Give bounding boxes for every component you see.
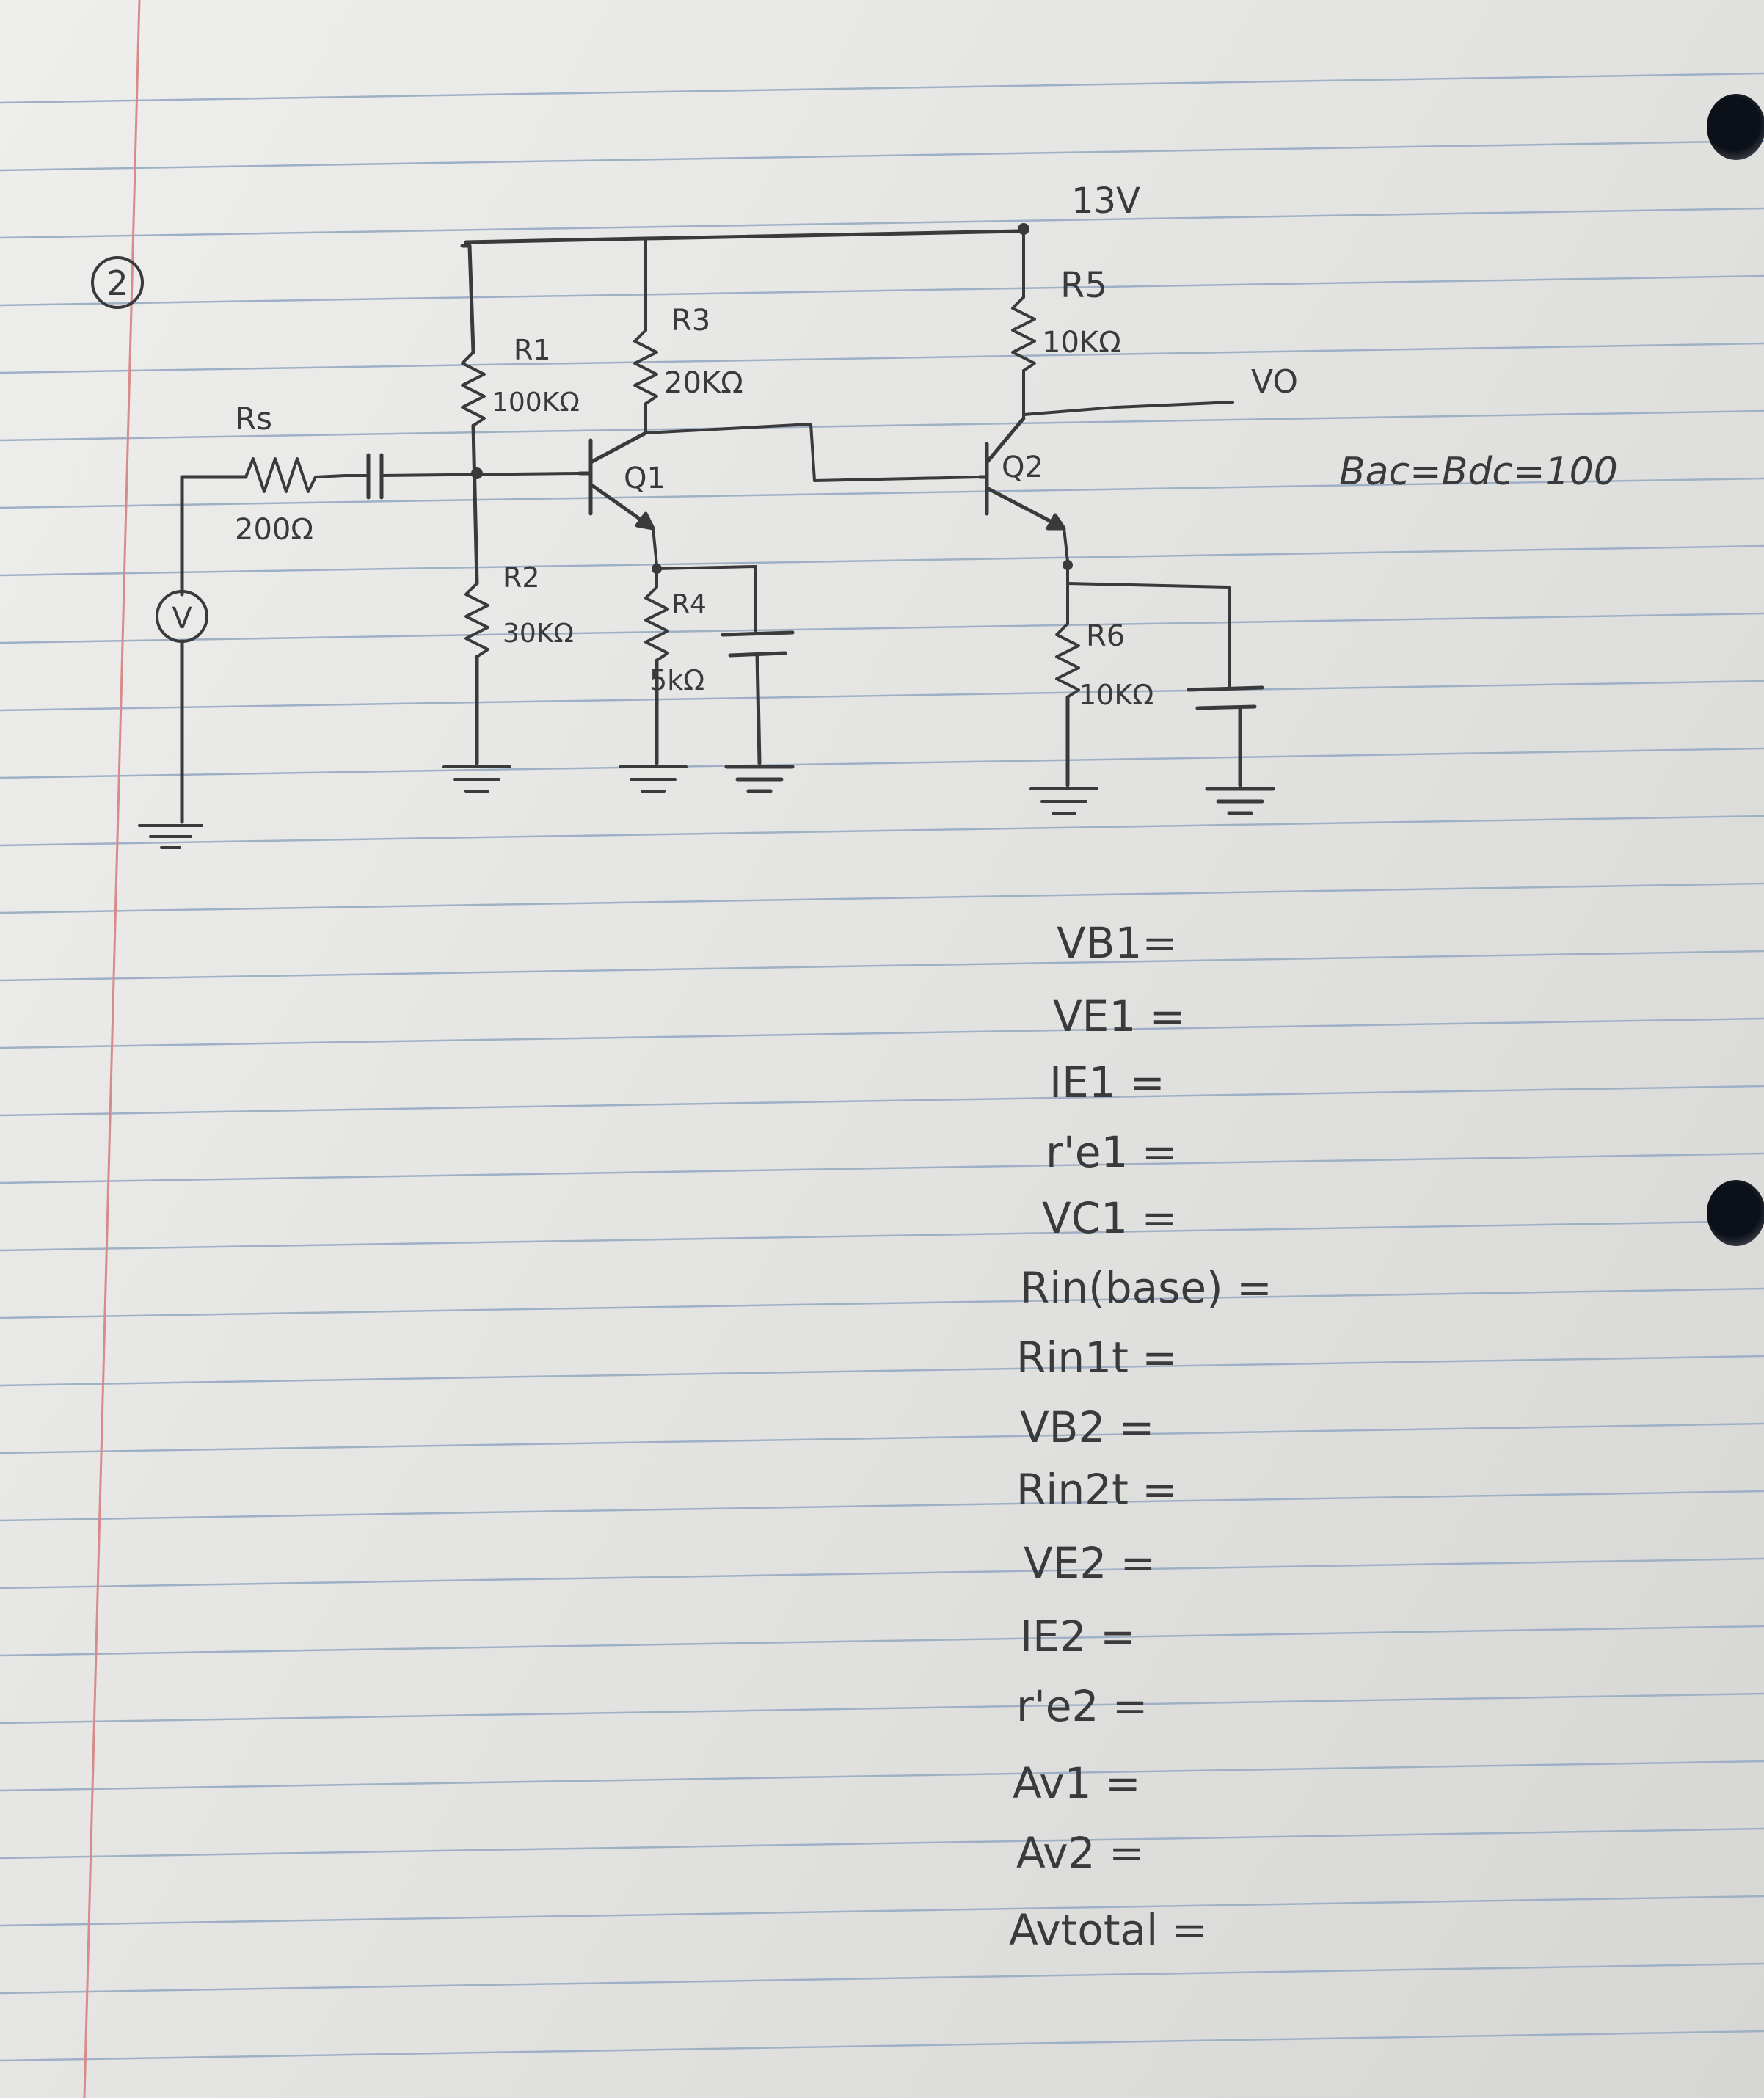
resistor-r6 bbox=[1055, 582, 1080, 699]
problem-number-badge: 2 bbox=[91, 256, 144, 309]
resistor-rs bbox=[244, 457, 346, 493]
r6-name: R6 bbox=[1086, 619, 1125, 653]
question-item: VE1 = bbox=[1053, 991, 1185, 1041]
r2-value: 30KΩ bbox=[503, 619, 574, 649]
question-item: Rin1t = bbox=[1016, 1333, 1178, 1383]
source-branch: V Rs 200Ω bbox=[138, 401, 581, 849]
rule-line bbox=[0, 477, 1764, 509]
r5-value: 10KΩ bbox=[1042, 326, 1121, 360]
resistor-r1 bbox=[461, 351, 486, 427]
rule-line bbox=[0, 409, 1764, 442]
question-item: Rin(base) = bbox=[1020, 1263, 1272, 1313]
q2-label: Q2 bbox=[1002, 451, 1043, 484]
r2-name: R2 bbox=[503, 561, 540, 594]
binder-hole-top bbox=[1707, 94, 1764, 160]
rule-line bbox=[0, 342, 1764, 374]
rule-line bbox=[0, 274, 1764, 307]
rule-line bbox=[0, 544, 1764, 577]
rule-line bbox=[0, 1827, 1764, 1860]
rule-line bbox=[0, 747, 1764, 779]
r5-name: R5 bbox=[1060, 265, 1107, 306]
rs-name: Rs bbox=[235, 401, 272, 437]
rule-line bbox=[0, 1557, 1764, 1589]
source-label: V bbox=[172, 602, 192, 635]
rule-line bbox=[0, 2030, 1764, 2062]
question-item: Av2 = bbox=[1016, 1828, 1145, 1878]
binder-hole-middle bbox=[1707, 1180, 1764, 1246]
rule-line bbox=[0, 1287, 1764, 1319]
bias-network: R1 100KΩ R2 30KΩ bbox=[442, 244, 580, 793]
question-item: Rin2t = bbox=[1016, 1465, 1178, 1515]
rule-line bbox=[0, 72, 1764, 104]
rule-line bbox=[0, 139, 1764, 172]
question-item: r'e1 = bbox=[1046, 1127, 1177, 1177]
coupling-capacitor bbox=[366, 453, 384, 500]
rule-line bbox=[0, 1760, 1764, 1792]
ground-symbol-r4 bbox=[619, 765, 688, 793]
q1-stage: R3 20KΩ Q1 R4 5kΩ bbox=[577, 237, 981, 793]
transistor-q1 bbox=[577, 431, 655, 531]
rule-line bbox=[0, 680, 1764, 712]
r3-name: R3 bbox=[671, 304, 710, 338]
r6-value: 10KΩ bbox=[1079, 679, 1153, 711]
ground-symbol-r2 bbox=[442, 765, 511, 793]
question-item: VB1= bbox=[1057, 918, 1178, 968]
margin-line bbox=[83, 0, 141, 2098]
rule-line bbox=[0, 882, 1764, 914]
rule-line bbox=[0, 1422, 1764, 1454]
rule-line bbox=[0, 1625, 1764, 1657]
rule-line bbox=[0, 1490, 1764, 1522]
rule-line bbox=[0, 950, 1764, 982]
question-item: Av1 = bbox=[1013, 1758, 1141, 1808]
r1-name: R1 bbox=[514, 334, 551, 366]
resistor-r3 bbox=[633, 329, 658, 405]
r1-value: 100KΩ bbox=[492, 387, 580, 418]
question-item: IE2 = bbox=[1020, 1611, 1136, 1661]
transistor-q2 bbox=[977, 416, 1066, 531]
rule-line bbox=[0, 612, 1764, 644]
question-item: VE2 = bbox=[1024, 1538, 1156, 1588]
bypass-capacitor-1 bbox=[721, 630, 795, 793]
question-item: Avtotal = bbox=[1009, 1905, 1207, 1955]
rule-line bbox=[0, 815, 1764, 847]
r4-value: 5kΩ bbox=[649, 664, 704, 696]
ground-symbol-source bbox=[138, 824, 203, 849]
r3-value: 20KΩ bbox=[664, 366, 743, 400]
bypass-capacitor-2 bbox=[1187, 685, 1275, 815]
question-item: VC1 = bbox=[1042, 1193, 1177, 1243]
question-list: VB1= VE1 = IE1 = r'e1 = VC1 = Rin(base) … bbox=[1009, 918, 1272, 1955]
r4-name: R4 bbox=[671, 589, 707, 619]
rule-line bbox=[0, 1355, 1764, 1387]
ground-symbol-r6 bbox=[1029, 787, 1098, 815]
problem-number: 2 bbox=[106, 263, 128, 303]
rule-line bbox=[0, 1017, 1764, 1049]
rule-line bbox=[0, 1152, 1764, 1184]
resistor-r5 bbox=[1011, 296, 1036, 372]
q1-label: Q1 bbox=[624, 462, 666, 495]
rule-line bbox=[0, 1220, 1764, 1252]
rule-line bbox=[0, 207, 1764, 239]
resistor-r4 bbox=[644, 567, 669, 662]
beta-note: Bac=Bdc=100 bbox=[1339, 450, 1618, 494]
rule-line bbox=[0, 1895, 1764, 1927]
supply-rail: 13V bbox=[460, 181, 1140, 248]
rule-line bbox=[0, 1692, 1764, 1724]
question-item: VB2 = bbox=[1020, 1402, 1154, 1452]
question-item: IE1 = bbox=[1049, 1057, 1165, 1107]
resistor-r2 bbox=[464, 582, 489, 658]
question-item: r'e2 = bbox=[1016, 1681, 1148, 1731]
vo-label: VO bbox=[1251, 363, 1298, 401]
rule-line bbox=[0, 1085, 1764, 1117]
supply-label: 13V bbox=[1071, 181, 1140, 222]
rule-line bbox=[0, 1962, 1764, 1995]
rs-value: 200Ω bbox=[235, 513, 313, 547]
q2-stage: R5 10KΩ VO Q2 R6 10KΩ bbox=[977, 227, 1298, 815]
